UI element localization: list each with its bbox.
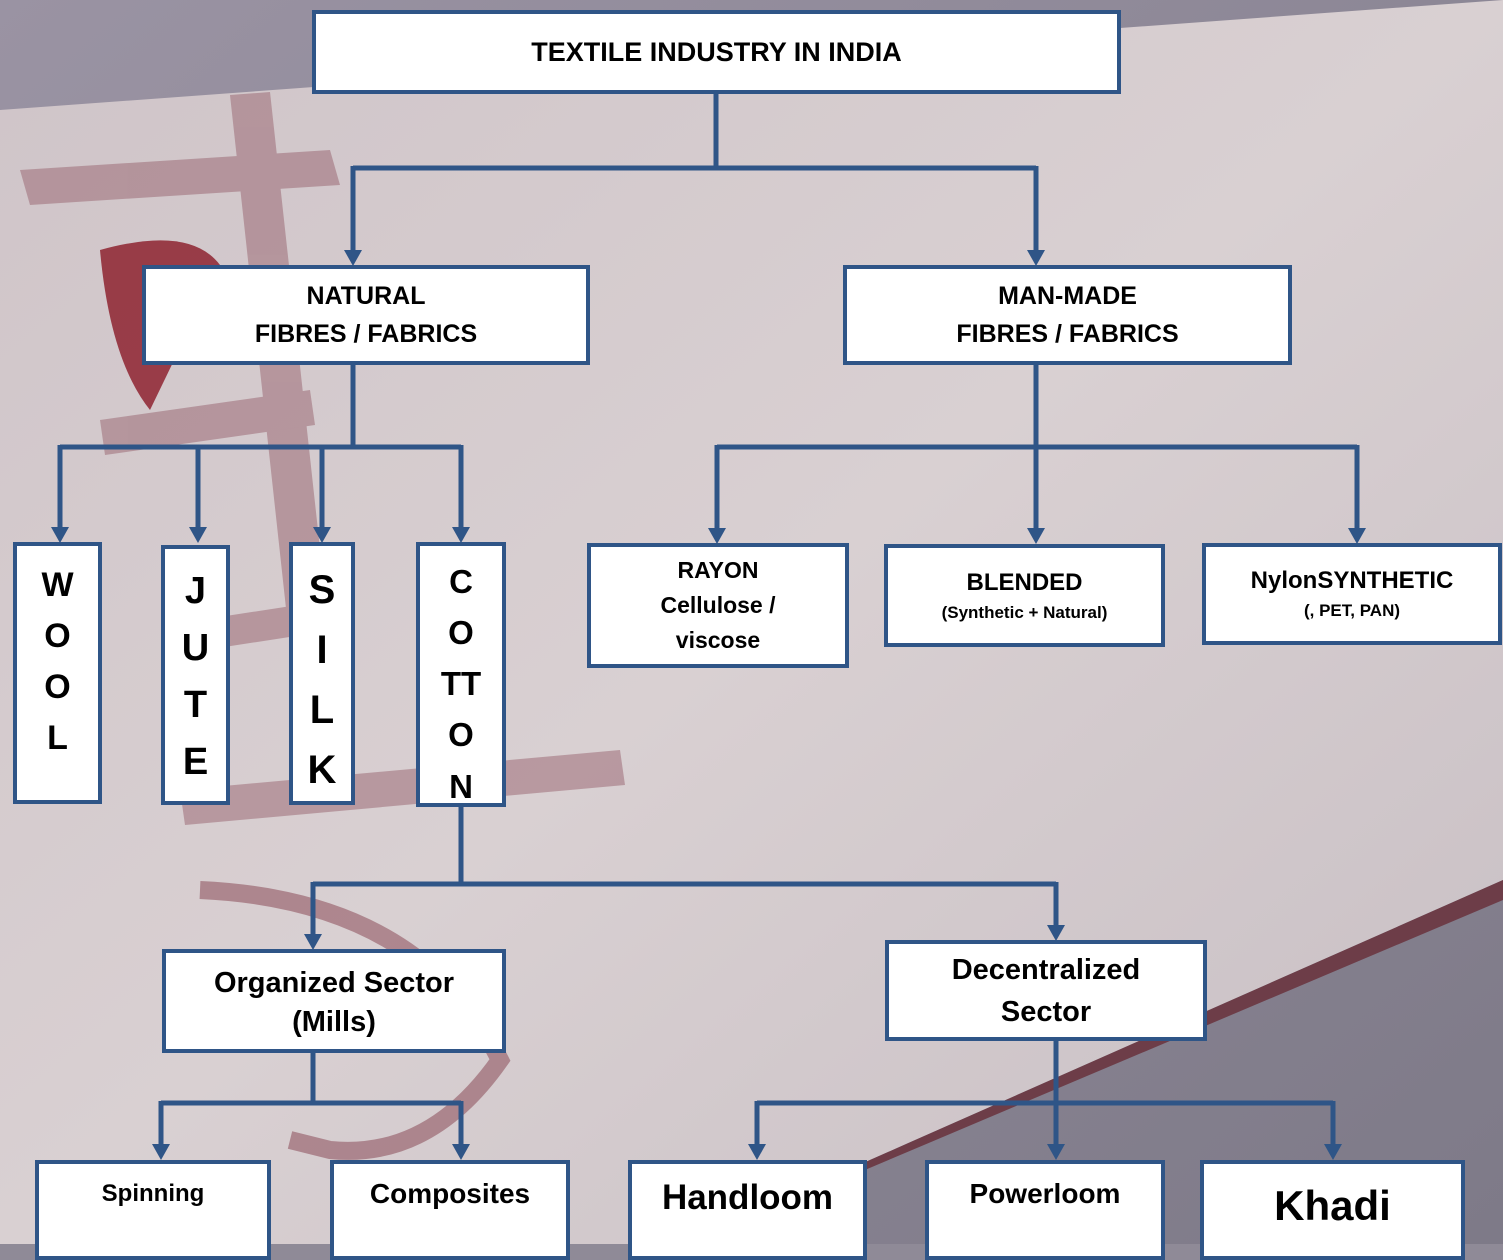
jute-letter: J [184, 570, 207, 612]
organized-sector-node: Organized Sector (Mills) [162, 949, 506, 1053]
decentralized-sector-node: Decentralized Sector [885, 940, 1207, 1041]
organized-line2: (Mills) [292, 1006, 376, 1038]
arrowhead [1027, 528, 1045, 544]
arrowhead [1047, 925, 1065, 941]
rayon-line3: viscose [675, 627, 761, 653]
cotton-letter: C [449, 563, 473, 600]
blended-node: BLENDED (Synthetic + Natural) [884, 544, 1165, 647]
composites-label: Composites [369, 1178, 531, 1209]
organized-line1: Organized Sector [213, 967, 455, 999]
blended-line1: BLENDED [966, 568, 1083, 596]
rayon-line1: RAYON [677, 557, 759, 583]
cotton-letter: O [448, 614, 474, 652]
synthetic-node: NylonSYNTHETIC (, PET, PAN) [1202, 543, 1502, 645]
silk-letter: L [309, 688, 335, 732]
powerloom-node: Powerloom [925, 1160, 1165, 1260]
silk-node: S I L K [289, 542, 355, 805]
cotton-letter: N [449, 767, 473, 805]
jute-letter: T [183, 684, 208, 726]
arrowhead [748, 1144, 766, 1160]
wool-letter: L [47, 719, 68, 757]
rayon-node: RAYON Cellulose / viscose [587, 543, 849, 668]
jute-node: J U T E [161, 545, 230, 805]
arrowhead [452, 1144, 470, 1160]
arrowhead [1348, 528, 1366, 544]
wool-letter: O [44, 668, 71, 706]
jute-letter: E [182, 741, 209, 783]
manmade-line1: MAN-MADE [998, 282, 1137, 310]
rayon-line2: Cellulose / [660, 592, 776, 618]
khadi-label: Khadi [1274, 1182, 1391, 1229]
decentralized-line1: Decentralized [951, 953, 1141, 986]
spinning-node: Spinning [35, 1160, 271, 1260]
decentralized-line2: Sector [1000, 995, 1092, 1028]
composites-node: Composites [330, 1160, 570, 1260]
cotton-letter: O [448, 716, 474, 754]
arrowhead [304, 934, 322, 950]
arrowhead [1324, 1144, 1342, 1160]
arrowhead [152, 1144, 170, 1160]
manmade-fibres-node: MAN-MADE FIBRES / FABRICS [843, 265, 1292, 365]
synthetic-line2: (, PET, PAN) [1303, 601, 1401, 620]
silk-letter: K [307, 748, 337, 792]
arrowhead [1047, 1144, 1065, 1160]
spinning-label: Spinning [101, 1180, 205, 1207]
wool-node: W O O L [13, 542, 102, 804]
cotton-node: C O TT O N [416, 542, 506, 807]
powerloom-label: Powerloom [969, 1178, 1121, 1209]
blended-line2: (Synthetic + Natural) [941, 602, 1108, 622]
synthetic-line1: NylonSYNTHETIC [1250, 567, 1454, 594]
jute-letter: U [181, 627, 210, 669]
natural-line1: NATURAL [306, 282, 426, 310]
arrowhead [344, 250, 362, 266]
root-label: TEXTILE INDUSTRY IN INDIA [531, 36, 902, 67]
arrowhead [313, 527, 331, 543]
natural-line2: FIBRES / FABRICS [254, 320, 478, 348]
wool-letter: W [41, 566, 74, 604]
manmade-line2: FIBRES / FABRICS [956, 320, 1179, 348]
arrowhead [452, 527, 470, 543]
wool-letter: O [44, 617, 71, 655]
natural-fibres-node: NATURAL FIBRES / FABRICS [142, 265, 590, 365]
arrowhead [51, 527, 69, 543]
silk-letter: S [308, 568, 336, 612]
silk-letter: I [316, 628, 328, 672]
arrowhead [1027, 250, 1045, 266]
cotton-letter: TT [440, 665, 482, 703]
arrowhead [708, 528, 726, 544]
handloom-node: Handloom [628, 1160, 867, 1260]
root-node: TEXTILE INDUSTRY IN INDIA [312, 10, 1121, 94]
arrowhead [189, 527, 207, 543]
handloom-label: Handloom [661, 1178, 834, 1217]
khadi-node: Khadi [1200, 1160, 1465, 1260]
